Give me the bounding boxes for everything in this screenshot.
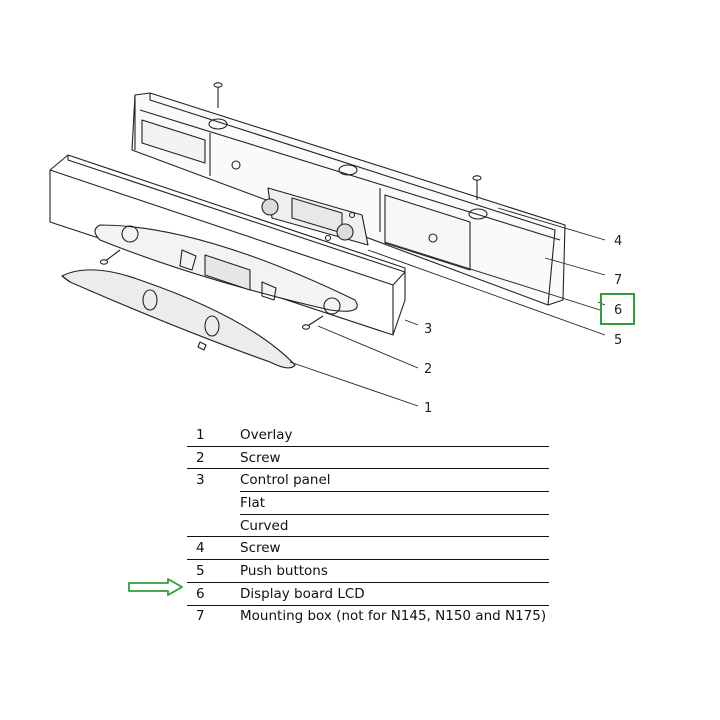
part-description: Mounting box (not for N145, N150 and N17… [240, 608, 547, 625]
screw-right [301, 315, 324, 330]
callout-6-highlight-box [600, 293, 635, 325]
part-number [187, 492, 240, 515]
callout-5: 5 [614, 333, 622, 348]
part-number: 4 [187, 536, 240, 561]
part-number [187, 514, 240, 538]
callout-1: 1 [424, 401, 432, 416]
screw-top-left [213, 82, 223, 108]
callout-2: 2 [424, 362, 432, 377]
parts-row-3: 3 Control panel [187, 468, 549, 493]
parts-row-6: 6 Display board LCD [187, 582, 549, 606]
screw-left [99, 249, 121, 265]
part-description: Curved [240, 514, 549, 538]
parts-row-4: 4 Screw [187, 536, 549, 561]
part-number: 1 [187, 424, 240, 447]
overlay [61, 269, 296, 369]
leader-lines [289, 207, 606, 407]
parts-row-7: 7 Mounting box (not for N145, N150 and N… [187, 605, 549, 627]
callout-7: 7 [614, 273, 622, 288]
parts-row-1: 1 Overlay [187, 424, 549, 447]
part-description: Display board LCD [240, 582, 549, 606]
parts-row-3-curved: Curved [187, 514, 549, 538]
part-description: Control panel [240, 468, 549, 493]
part-description: Overlay [240, 424, 549, 447]
parts-row-2: 2 Screw [187, 446, 549, 470]
callout-4: 4 [614, 234, 622, 249]
part-number: 5 [187, 559, 240, 583]
part-number: 2 [187, 446, 240, 470]
part-number: 7 [196, 608, 205, 625]
part-description: Screw [240, 446, 549, 470]
parts-row-3-flat: Flat [187, 491, 549, 515]
callout-6: 6 [614, 303, 622, 318]
part-number: 6 [187, 582, 240, 606]
part-number: 3 [196, 472, 205, 489]
screw-top-right [472, 175, 482, 200]
mounting-box [131, 92, 566, 306]
part-description: Flat [240, 491, 549, 515]
parts-row-5: 5 Push buttons [187, 559, 549, 583]
part-description: Screw [240, 536, 549, 561]
parts-table: 1 Overlay 2 Screw 3 Control panel Flat C… [187, 424, 549, 627]
highlight-arrow-icon [128, 578, 183, 596]
control-panel [49, 154, 406, 336]
display-board [261, 187, 369, 246]
part-description: Push buttons [240, 559, 549, 583]
callout-3: 3 [424, 322, 432, 337]
